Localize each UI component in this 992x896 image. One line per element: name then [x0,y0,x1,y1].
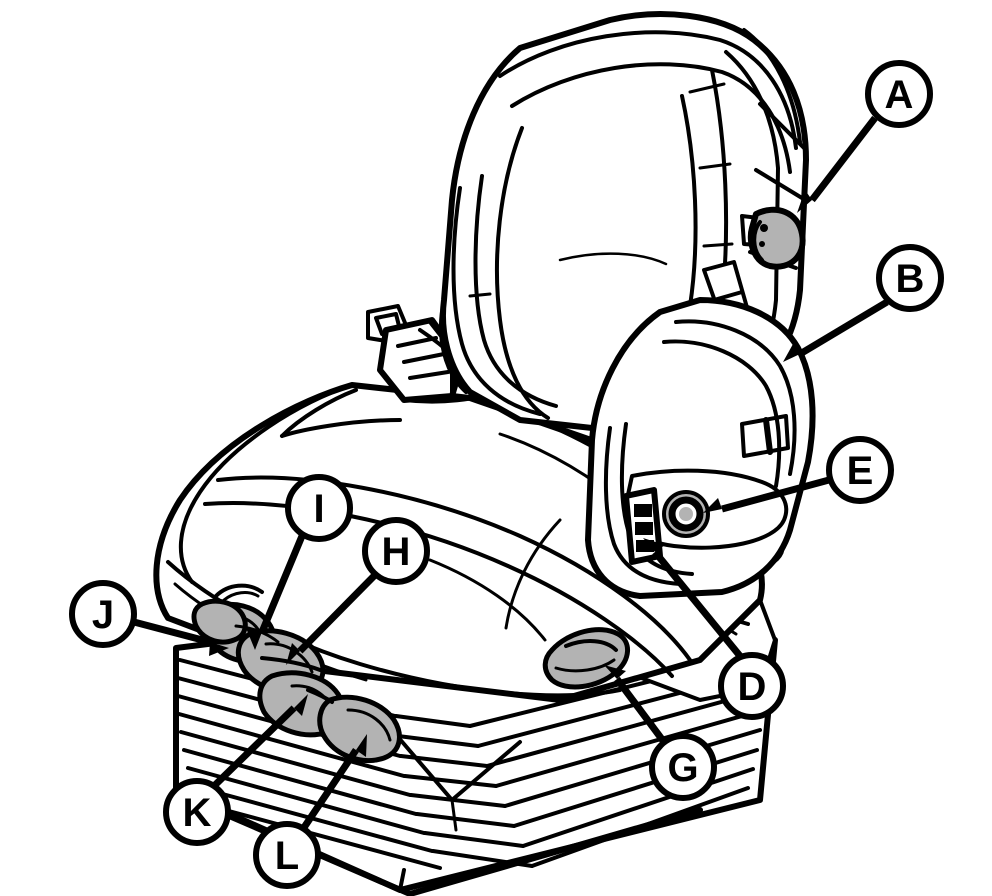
callout-label-H: H [382,530,411,574]
callout-L[interactable]: L [253,821,321,889]
callout-D[interactable]: D [718,652,786,720]
callout-G[interactable]: G [649,733,717,801]
callout-label-A: A [885,73,914,117]
callout-circle-D[interactable] [718,652,786,720]
callout-circle-J[interactable] [69,580,137,648]
callout-label-G: G [667,746,698,790]
left-side-lever[interactable] [191,598,248,645]
callout-label-L: L [275,834,299,878]
callout-circle-I[interactable] [285,474,353,542]
callout-circle-L[interactable] [253,821,321,889]
lowest-lever[interactable] [317,694,402,764]
callout-label-E: E [847,449,874,493]
callout-label-I: I [313,487,324,531]
callout-E[interactable]: E [826,436,894,504]
callout-B[interactable]: B [876,244,944,312]
callout-label-J: J [92,593,114,637]
callout-J[interactable]: J [69,580,137,648]
callout-label-K: K [183,791,212,835]
rotary-control-knob[interactable] [662,490,710,538]
callout-leaders [133,115,889,831]
lever-linkage [214,583,334,704]
callout-circle-G[interactable] [649,733,717,801]
callout-circle-H[interactable] [362,517,430,585]
callout-circle-K[interactable] [163,778,231,846]
callout-A[interactable]: A [865,60,933,128]
callout-circle-B[interactable] [876,244,944,312]
right-side-lever[interactable] [542,627,630,690]
callout-label-B: B [896,257,925,301]
callout-label-D: D [738,665,767,709]
callout-K[interactable]: K [163,778,231,846]
callout-I[interactable]: I [285,474,353,542]
callout-circle-A[interactable] [865,60,933,128]
callout-circle-E[interactable] [826,436,894,504]
callout-H[interactable]: H [362,517,430,585]
backrest-recline-knob[interactable] [747,206,806,270]
